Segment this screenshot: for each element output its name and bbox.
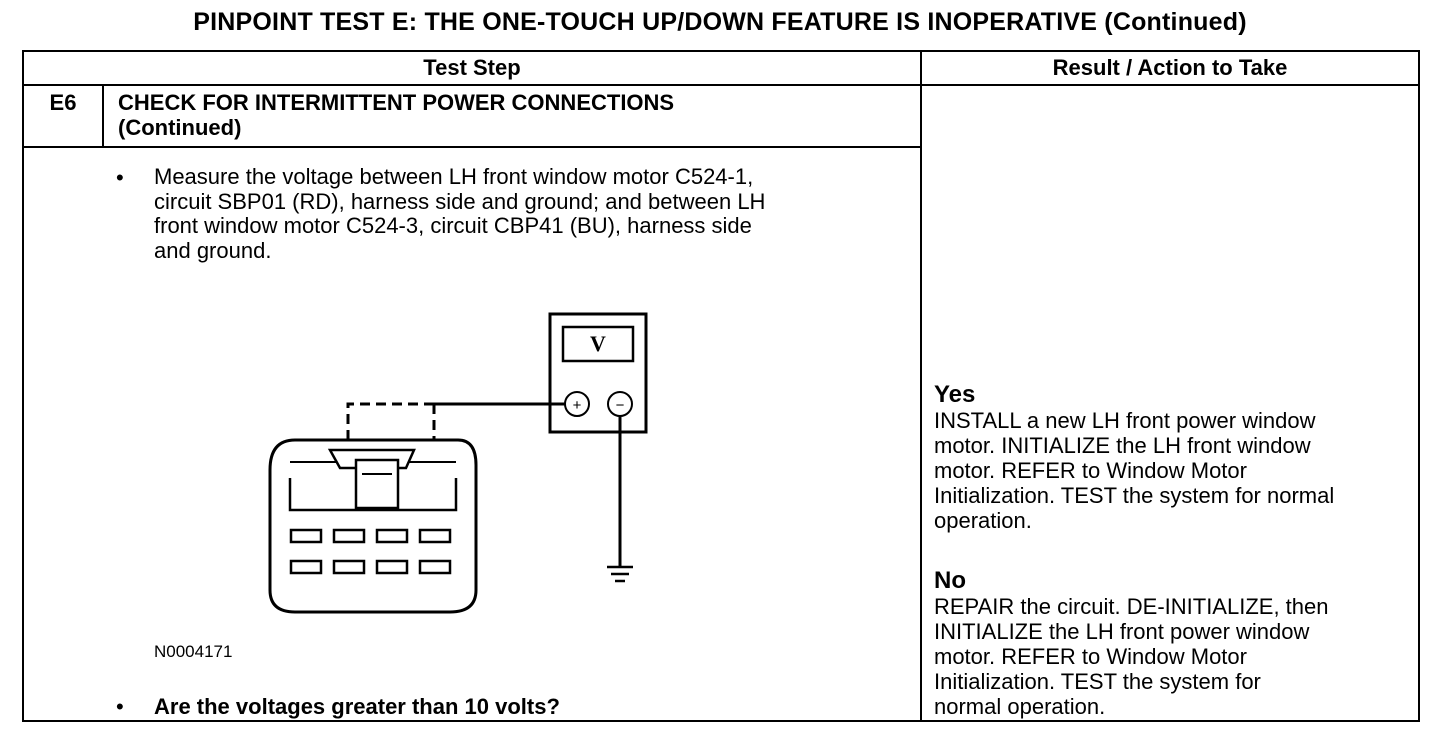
result-yes-action: INSTALL a new LH front power window moto… — [934, 408, 1414, 533]
result-line: motor. REFER to Window Motor — [934, 644, 1247, 669]
result-no-label: No — [934, 567, 966, 594]
step-question: Are the voltages greater than 10 volts? — [154, 694, 560, 719]
step-title: CHECK FOR INTERMITTENT POWER CONNECTIONS… — [118, 90, 908, 140]
result-line: REPAIR the circuit. DE-INITIALIZE, then — [934, 594, 1329, 619]
header-divider — [22, 84, 1420, 86]
result-line: Initialization. TEST the system for — [934, 669, 1261, 694]
figure-id: N0004171 — [154, 642, 233, 661]
voltmeter-minus-symbol: − — [616, 397, 625, 414]
instruction-line: and ground. — [154, 237, 272, 263]
connector-cavities — [289, 528, 452, 575]
result-no-action: REPAIR the circuit. DE-INITIALIZE, then … — [934, 594, 1414, 719]
step-title-line: CHECK FOR INTERMITTENT POWER CONNECTIONS — [118, 90, 675, 115]
column-divider — [920, 50, 922, 722]
result-line: Initialization. TEST the system for norm… — [934, 483, 1335, 508]
result-yes-label: Yes — [934, 381, 976, 408]
instruction-line: circuit SBP01 (RD), harness side and gro… — [154, 188, 766, 214]
instruction-line: front window motor C524-3, circuit CBP41… — [154, 213, 752, 238]
connector-c524-icon — [268, 438, 478, 614]
page-title: PINPOINT TEST E: THE ONE-TOUCH UP/DOWN F… — [193, 8, 1247, 36]
test-table — [22, 50, 1420, 722]
step-title-line: (Continued) — [118, 115, 242, 140]
bullet-marker: • — [116, 694, 124, 719]
voltmeter-display — [561, 325, 635, 363]
voltmeter-plus-symbol: + — [573, 397, 582, 414]
instruction-text: Measure the voltage between LH front win… — [154, 164, 914, 263]
result-line: normal operation. — [934, 694, 1106, 719]
result-line: motor. INITIALIZE the LH front window — [934, 433, 1311, 458]
result-line: INSTALL a new LH front power window — [934, 408, 1316, 433]
header-result-action: Result / Action to Take — [1052, 55, 1288, 80]
result-line: motor. REFER to Window Motor — [934, 458, 1247, 483]
step-id-divider — [102, 84, 104, 148]
result-line: operation. — [934, 508, 1032, 533]
step-id: E6 — [49, 90, 77, 115]
header-test-step: Test Step — [423, 55, 521, 80]
bullet-marker: • — [116, 165, 124, 190]
instruction-line: Measure the voltage between LH front win… — [154, 164, 754, 189]
result-line: INITIALIZE the LH front power window — [934, 619, 1310, 644]
step-title-divider — [22, 146, 922, 148]
voltmeter-display-label: V — [590, 331, 606, 356]
